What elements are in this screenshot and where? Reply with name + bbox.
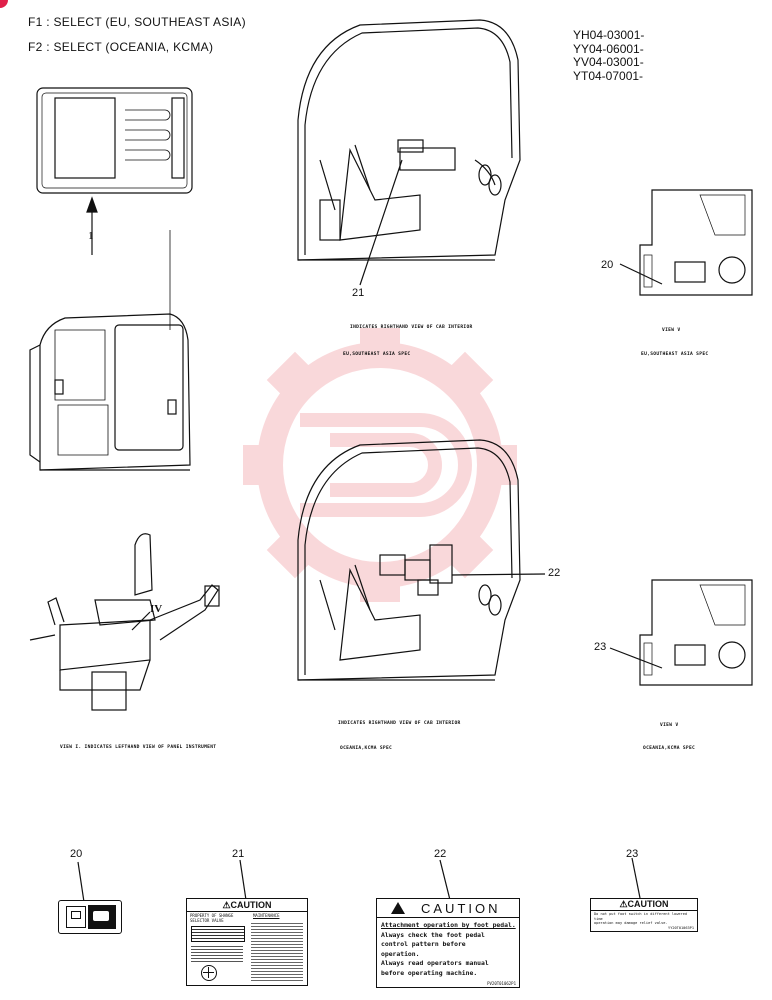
label-22-code: PV20T01062P1 <box>487 981 516 986</box>
label-22-header: CAUTION <box>377 899 519 918</box>
label-23-line: Do not put foot switch in different lowe… <box>594 912 688 921</box>
corner-badge <box>0 0 8 8</box>
label-21-caution: ⚠CAUTION PROPERTY OF SHANGE SELECTOR VAL… <box>186 898 308 986</box>
label-22-line: operation. <box>381 949 420 958</box>
caption-view-top-spec: EU,SOUTHEAST ASIA SPEC <box>641 352 709 357</box>
callout-iv: IV <box>150 603 163 615</box>
callout-20: 20 <box>601 259 614 271</box>
serial-number: YV04-03001- <box>573 55 644 69</box>
caption-mid-cab: INDICATES RIGHTHAND VIEW OF CAB INTERIOR <box>338 721 461 726</box>
switch-icon-left <box>66 906 86 928</box>
caption-view-mid-spec: OCEANIA,KCMA SPEC <box>643 746 696 751</box>
label-23-title: ⚠CAUTION <box>591 899 697 911</box>
callout-arrow-1: 1 <box>88 230 94 242</box>
header-f2: F2 : SELECT (OCEANIA, KCMA) <box>28 40 214 54</box>
header-f1: F1 : SELECT (EU, SOUTHEAST ASIA) <box>28 15 246 29</box>
callout-bottom-21: 21 <box>232 848 245 860</box>
cab-side-view <box>29 230 191 471</box>
label-22-line: Always check the foot pedal <box>381 930 485 939</box>
caption-top-cab: INDICATES RIGHTHAND VIEW OF CAB INTERIOR <box>350 325 473 330</box>
label-22-line: before operating machine. <box>381 968 478 977</box>
label-22-title: CAUTION <box>421 901 501 916</box>
label-23-code: YY20T01063P1 <box>668 926 694 930</box>
seat-console-view <box>29 533 220 711</box>
caption-top-spec: EU,SOUTHEAST ASIA SPEC <box>343 352 411 357</box>
label-22-line: control pattern before <box>381 940 466 949</box>
book-icon <box>88 905 116 929</box>
callout-23: 23 <box>594 641 607 653</box>
label-22-body: Attachment operation by foot pedal. Alwa… <box>381 921 517 979</box>
selector-dial-icon <box>201 965 217 981</box>
callout-bottom-23: 23 <box>626 848 639 860</box>
caption-view-i: VIEW I. INDICATES LEFTHAND VIEW OF PANEL… <box>60 745 217 750</box>
label-22-line: Always read operators manual <box>381 959 489 968</box>
cab-interior-top <box>297 19 521 286</box>
caption-mid-spec: OCEANIA,KCMA SPEC <box>340 746 393 751</box>
serial-number: YH04-03001- <box>573 28 645 42</box>
cab-roof-top-view <box>36 87 193 194</box>
callout-bottom-20: 20 <box>70 848 83 860</box>
view-panel-middle <box>609 579 753 686</box>
serial-number: YY04-06001- <box>573 41 644 56</box>
label-20-switch-plate <box>58 900 122 934</box>
caption-view-mid: VIEW V <box>660 723 679 728</box>
label-21-left-text <box>191 944 243 964</box>
callout-bottom-22: 22 <box>434 848 447 860</box>
label-21-title: ⚠CAUTION <box>187 899 307 912</box>
callout-21: 21 <box>352 287 365 299</box>
label-21-table <box>191 926 245 942</box>
label-23-line: operation may damage relief valve. <box>594 921 668 926</box>
callout-22: 22 <box>548 567 561 579</box>
serial-number: YT04-07001- <box>573 68 644 83</box>
label-22-line: Attachment operation by foot pedal. <box>381 921 516 929</box>
serial-list: YH04-03001- YY04-06001- YV04-03001- YT04… <box>573 28 645 83</box>
cab-interior-middle <box>297 439 546 681</box>
label-21-right-head: MAINTENANCE <box>253 913 280 918</box>
label-21-right-text <box>251 921 303 981</box>
label-23-body: Do not put foot switch in different lowe… <box>594 912 696 926</box>
caption-view-top: VIEW V <box>662 328 681 333</box>
label-22-caution: CAUTION Attachment operation by foot ped… <box>376 898 520 988</box>
view-panel-top <box>619 189 753 296</box>
label-21-left-head: PROPERTY OF SHANGE SELECTOR VALVE <box>190 913 234 923</box>
warning-triangle-icon <box>391 902 405 914</box>
label-23-caution: ⚠CAUTION Do not put foot switch in diffe… <box>590 898 698 932</box>
